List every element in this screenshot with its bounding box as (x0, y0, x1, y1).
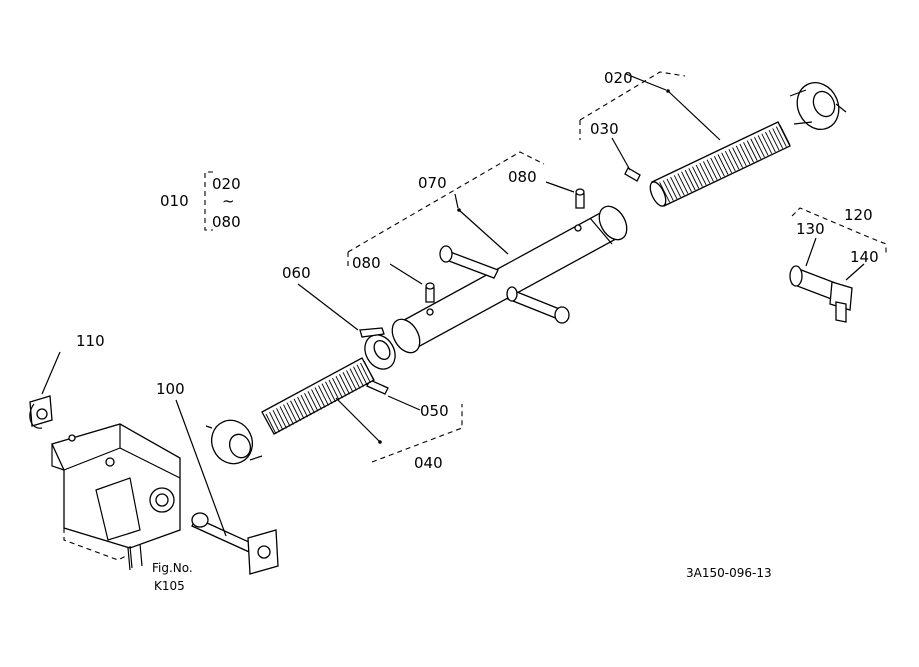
thread-line (335, 375, 347, 397)
thread-line (768, 130, 780, 151)
thread-line (363, 360, 375, 382)
label-080-upper: 080 (508, 168, 537, 186)
thread-line (356, 364, 368, 385)
main-tube-070 (391, 205, 628, 354)
thread-line (746, 140, 758, 161)
thread-line (710, 157, 722, 179)
label-140: 140 (850, 248, 879, 266)
thread-line (695, 164, 707, 186)
thread-line (754, 136, 765, 158)
thread-line (743, 142, 754, 163)
thread-line (779, 124, 791, 146)
lynch-pin-110 (29, 395, 53, 429)
thread-line (290, 400, 301, 421)
thread-line (353, 366, 364, 387)
label-050: 050 (420, 402, 449, 420)
fig-ref-line2: K105 (154, 579, 185, 593)
thread-line (724, 150, 736, 172)
thread-line (279, 406, 291, 427)
thread-line (728, 149, 740, 170)
label-070: 070 (418, 174, 447, 192)
thread-line (684, 169, 696, 191)
thread-line (293, 398, 305, 420)
thread-line (328, 379, 340, 401)
thread-line (286, 402, 298, 423)
label-020: 020 (604, 69, 633, 87)
thread-line (717, 154, 729, 175)
pin-set-120 (789, 265, 853, 323)
thread-line (325, 381, 336, 403)
thread-line (706, 159, 718, 180)
thread-line (775, 126, 787, 147)
thread-line (765, 131, 776, 153)
fig-ref-line1: Fig.No. (152, 561, 193, 575)
thread-line (772, 128, 784, 149)
thread-line (269, 411, 280, 433)
thread-line (659, 182, 671, 203)
thread-line (342, 372, 354, 393)
lock-nut-060 (359, 327, 396, 370)
thread-line (332, 377, 343, 399)
label-120: 120 (844, 206, 873, 224)
top-rod-end-020 (649, 82, 847, 207)
spring-pin-030 (624, 167, 641, 182)
thread-line (735, 145, 747, 167)
thread-line (272, 410, 284, 431)
label-010-range-bottom: 080 (212, 213, 241, 231)
thread-line (673, 175, 685, 196)
thread-line (670, 176, 681, 198)
thread-line (761, 133, 773, 154)
thread-line (318, 385, 329, 406)
part-number-labels: 010 020 ~ 080 020 030 070 080 080 060 05… (76, 69, 879, 593)
thread-line (750, 138, 762, 160)
thread-line (265, 413, 277, 435)
thread-line (304, 392, 315, 414)
thread-line (300, 394, 312, 416)
thread-line (297, 396, 308, 418)
label-040: 040 (414, 454, 443, 472)
thread-line (666, 178, 678, 199)
thread-line (713, 156, 725, 177)
lower-rod-end-040 (205, 357, 375, 465)
thread-line (688, 168, 700, 189)
label-100: 100 (156, 380, 185, 398)
thread-line (739, 143, 751, 165)
spring-pin-050 (366, 379, 389, 395)
thread-line (692, 166, 703, 187)
label-010-range-top: 020 (212, 175, 241, 193)
thread-line (339, 374, 350, 395)
label-080-lower: 080 (352, 254, 381, 272)
thread-line (703, 161, 714, 182)
thread-line (360, 362, 371, 384)
label-060: 060 (282, 264, 311, 282)
thread-line (349, 368, 361, 389)
thread-line (321, 383, 333, 404)
label-010-range-sep: ~ (222, 192, 235, 210)
thread-line (699, 162, 711, 184)
thread-line (346, 370, 357, 391)
thread-line (314, 387, 326, 408)
mounting-bracket (51, 423, 181, 571)
label-030: 030 (590, 120, 619, 138)
thread-line (757, 135, 769, 156)
thread-line (662, 180, 674, 201)
grease-nipple-080-upper (575, 188, 585, 209)
thread-line (311, 389, 322, 410)
label-110: 110 (76, 332, 105, 350)
drawing-number: 3A150-096-13 (686, 566, 772, 580)
thread-line (283, 404, 294, 425)
thread-line (276, 408, 287, 429)
lift-pin-100 (191, 512, 279, 575)
grease-nipple-080-lower (425, 282, 435, 303)
label-010: 010 (160, 192, 189, 210)
thread-line (307, 391, 319, 412)
thread-line (677, 173, 689, 194)
leader-lines (41, 73, 865, 569)
thread-line (681, 171, 692, 193)
label-130: 130 (796, 220, 825, 238)
thread-line (732, 147, 743, 168)
thread-line (721, 152, 733, 173)
group-brackets (204, 71, 887, 463)
